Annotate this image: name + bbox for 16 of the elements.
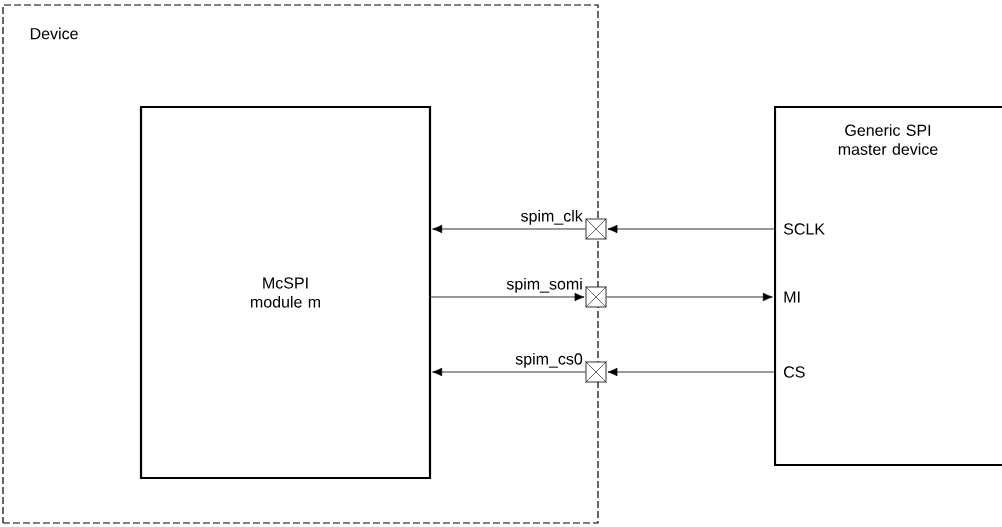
arrow <box>607 224 775 234</box>
pin-label: SCLK <box>783 223 825 235</box>
arrow <box>432 224 586 234</box>
pin-label: CS <box>784 366 805 378</box>
arrow <box>606 292 773 302</box>
arrow <box>607 367 775 377</box>
pad-symbol <box>585 286 607 308</box>
edge-label: spim_somi <box>506 277 582 293</box>
pad-symbol <box>585 218 607 240</box>
arrow <box>430 292 585 302</box>
pin-label: MI <box>784 291 800 303</box>
module-box: McSPI module m <box>139 105 432 480</box>
arrow <box>432 367 586 377</box>
pad-symbol <box>585 361 607 383</box>
edge-label: spim_clk <box>521 209 583 225</box>
edge-label: spim_cs0 <box>515 352 583 368</box>
